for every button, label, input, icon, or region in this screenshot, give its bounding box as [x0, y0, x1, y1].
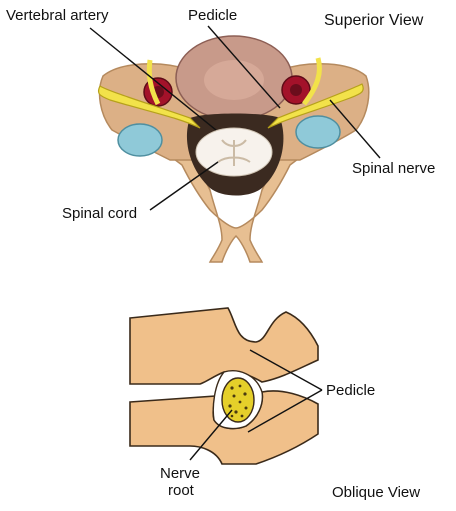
facet-left [118, 124, 162, 156]
label-spinal-nerve: Spinal nerve [352, 160, 435, 177]
label-spinal-cord: Spinal cord [62, 205, 137, 222]
superior-view-illustration [98, 36, 368, 262]
artery-lumen-right [290, 84, 302, 96]
oblique-view-title: Oblique View [332, 484, 420, 501]
label-nerve-root-line1: Nerve [160, 465, 200, 482]
label-pedicle-superior: Pedicle [188, 7, 237, 24]
oblique-view-illustration [130, 308, 318, 464]
label-pedicle-oblique: Pedicle [326, 382, 375, 399]
label-nerve-root-line2: root [168, 482, 195, 499]
facet-right [296, 116, 340, 148]
superior-view-title: Superior View [324, 12, 424, 29]
label-vertebral-artery: Vertebral artery [6, 7, 109, 24]
